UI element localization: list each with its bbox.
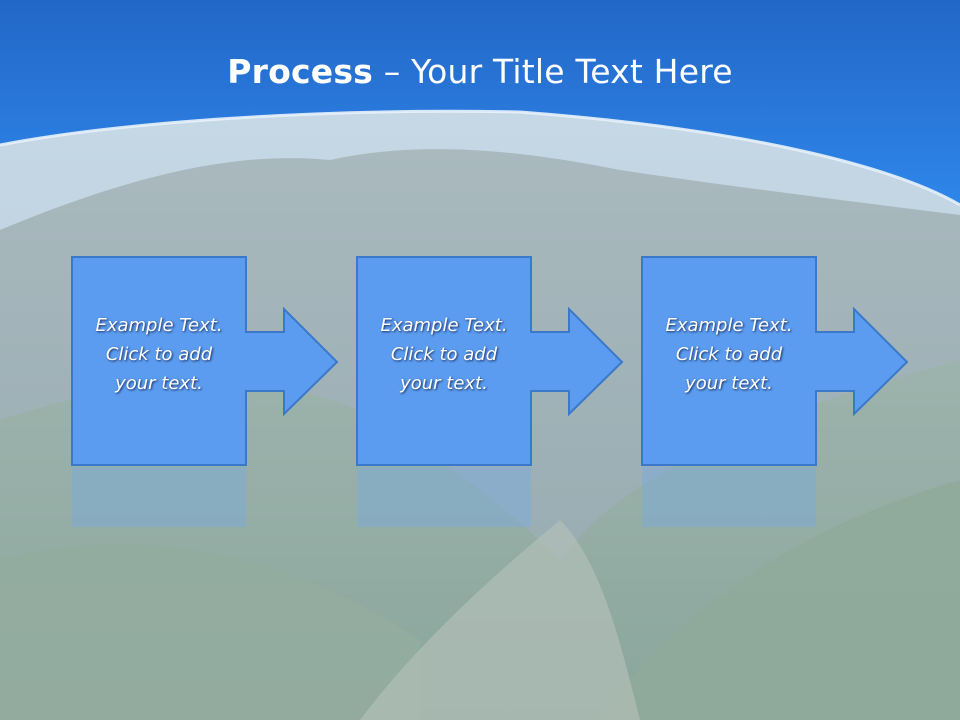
process-step-3[interactable]: Example Text. Click to add your text. bbox=[641, 256, 960, 537]
slide-title[interactable]: Process – Your Title Text Here bbox=[0, 52, 960, 91]
step-arrow-shape bbox=[71, 256, 339, 527]
step-arrow-shape bbox=[641, 256, 909, 527]
process-step-2[interactable]: Example Text. Click to add your text. bbox=[356, 256, 697, 537]
step-text[interactable]: Example Text. Click to add your text. bbox=[380, 315, 508, 394]
title-bold-text: Process bbox=[227, 52, 374, 91]
step-text[interactable]: Example Text. Click to add your text. bbox=[95, 315, 223, 394]
step-text[interactable]: Example Text. Click to add your text. bbox=[665, 315, 793, 394]
process-step-1[interactable]: Example Text. Click to add your text. bbox=[71, 256, 412, 537]
step-arrow-shape bbox=[356, 256, 624, 527]
title-rest-text: – Your Title Text Here bbox=[373, 52, 733, 91]
